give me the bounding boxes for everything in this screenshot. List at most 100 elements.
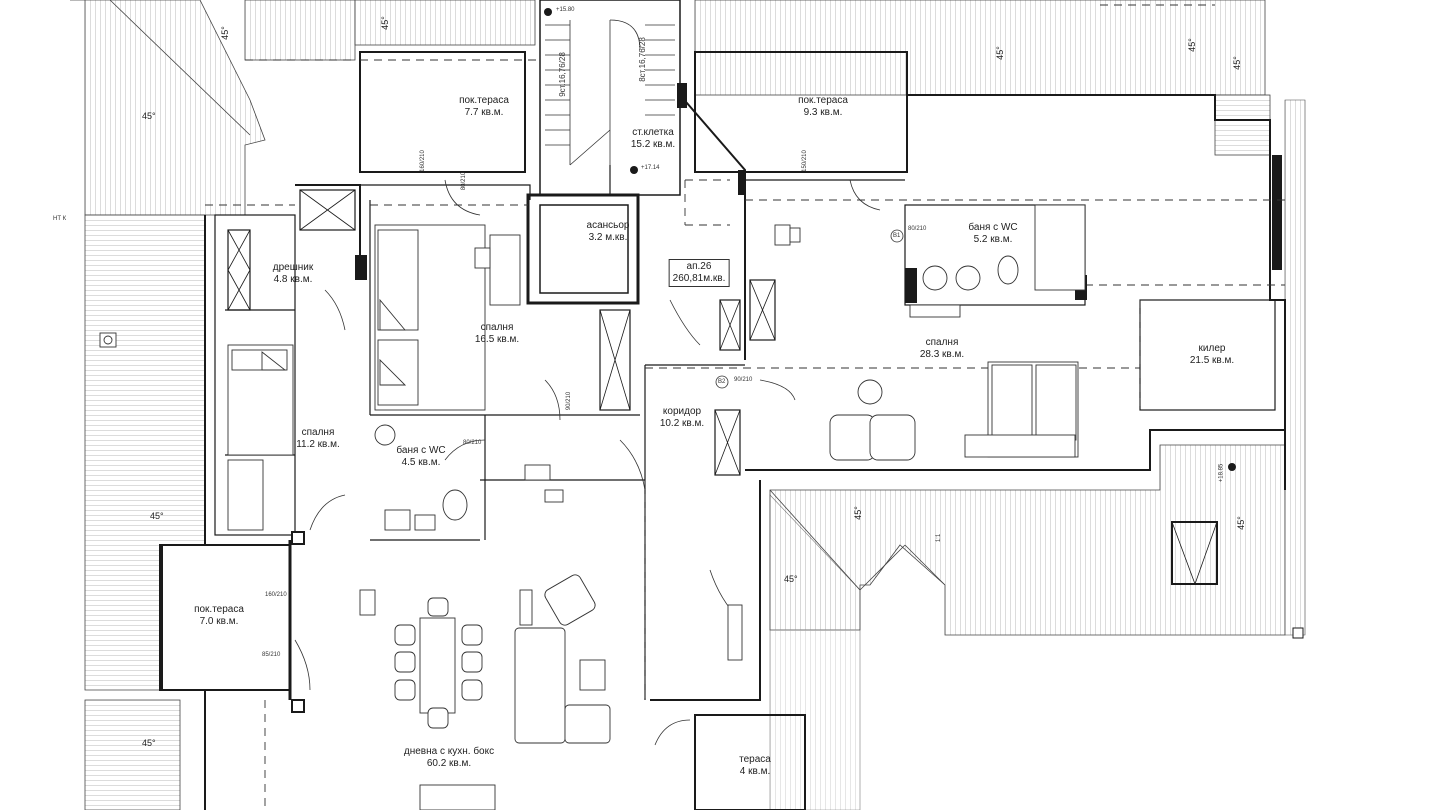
bedroom-right-label: спалня 28.3 кв.м.	[920, 337, 964, 361]
room-area: 28.3 кв.м.	[919, 349, 965, 360]
skylight	[1171, 521, 1218, 585]
wall-top-band	[360, 184, 531, 200]
roof-slope-left-bottom	[84, 699, 181, 810]
roof-slope-left-mid	[84, 214, 206, 691]
closet-wardrobe	[227, 229, 251, 311]
door-label-d6: 90/210	[734, 377, 753, 383]
slope-label-2: 45°	[150, 511, 164, 521]
room-name: асансьор	[586, 220, 630, 231]
dashed-lines	[205, 4, 1285, 810]
living-label: дневна с кухн. бокс 60.2 кв.м.	[404, 746, 494, 770]
slope-label-6: 45°	[379, 16, 390, 30]
door-label-d4: 80/210	[463, 440, 482, 446]
room-name: коридор	[662, 406, 702, 417]
room-area: 4.8 кв.м.	[273, 274, 313, 285]
apartment-number: ап.26	[686, 261, 712, 272]
door-label-d5: 80/210	[908, 226, 927, 232]
terrace-right-top-label: пок.тераса 9.3 кв.м.	[798, 95, 848, 119]
roof-slope-right-upper	[1214, 94, 1271, 156]
room-area: 3.2 м.кв.	[588, 232, 628, 243]
roof-slope-top-right	[694, 0, 1266, 96]
roof-slope-right-step	[769, 494, 861, 810]
bedroom-left-label: спалня 11.2 кв.м.	[296, 427, 340, 451]
mark-b1: В1	[893, 233, 901, 239]
doors	[291, 179, 1304, 746]
level-right: +18.85	[1218, 463, 1225, 483]
room-name: дневна с кухн. бокс	[403, 746, 495, 757]
shaft-center	[599, 309, 631, 411]
room-area: 11.2 кв.м.	[296, 439, 340, 450]
slope-label-9: 45°	[1231, 56, 1242, 70]
room-area: 60.2 кв.м.	[426, 758, 472, 769]
shaft-top	[299, 189, 356, 231]
apartment-area: 260,81м.кв.	[672, 273, 726, 284]
room-area: 4.5 кв.м.	[401, 457, 441, 468]
shaft-corridor	[714, 409, 741, 476]
terrace-bottom-wall	[694, 714, 806, 810]
room-area: 21.5 кв.м.	[1189, 355, 1235, 366]
door-label-d3: 90/210	[566, 391, 573, 411]
wall-right-lower	[745, 429, 1285, 471]
room-name: ст.клетка	[632, 127, 674, 138]
terrace-left-label: пок.тераса 7.0 кв.м.	[194, 604, 244, 628]
roof-slope-left-top	[70, 0, 266, 216]
terrace-left-top-label: пок.тераса 7.7 кв.м.	[459, 95, 509, 119]
outer-wall-left	[159, 215, 206, 810]
level-landing: +17.14	[641, 165, 660, 171]
slope-label-7: 45°	[994, 46, 1005, 60]
room-area: 15.2 кв.м.	[630, 139, 676, 150]
room-name: дрешник	[272, 262, 314, 273]
door-label-d9: 150/210	[801, 150, 808, 172]
door-label-d8: 85/210	[262, 652, 281, 658]
bath-left-label: баня с WC 4.5 кв.м.	[396, 445, 445, 469]
room-name: килер	[1198, 343, 1226, 354]
room-area: 5.2 кв.м.	[973, 234, 1013, 245]
roof-slope-top-stair	[354, 0, 536, 46]
dining-table	[419, 617, 456, 714]
slope-label-10: 45°	[852, 506, 863, 520]
bedroom-center-label: спалня 16.5 кв.м.	[475, 322, 519, 346]
room-area: 16.5 кв.м.	[474, 334, 520, 345]
furniture	[99, 204, 1086, 810]
room-name: пок.тераса	[459, 95, 509, 106]
room-name: баня с WC	[968, 222, 1018, 233]
elevator-wall	[526, 193, 640, 305]
slope-label-4: 45°	[784, 574, 798, 584]
slope-label-8: 45°	[1186, 38, 1197, 52]
ratio-mark: 1:1	[936, 533, 943, 543]
room-name: спалня	[301, 427, 335, 438]
walls	[159, 0, 1286, 810]
level-top: +15.80	[556, 7, 575, 13]
room-area: 7.0 кв.м.	[199, 616, 239, 627]
level-marks	[544, 8, 1236, 471]
storage-wall	[1139, 299, 1276, 411]
terrace-left-top-wall	[359, 51, 526, 173]
closet-label: дрешник 4.8 кв.м.	[273, 262, 313, 286]
slope-label-5: 45°	[219, 26, 230, 40]
stair-diagonal-wall	[679, 94, 746, 360]
door-label-d2: 80/210	[461, 171, 468, 191]
room-name: баня с WC	[396, 445, 446, 456]
roof-slopes	[70, 0, 1306, 810]
roof-slope-top-left	[244, 0, 356, 61]
corridor-label: коридор 10.2 кв.м.	[660, 406, 704, 430]
roof-slope-right-edge	[1284, 99, 1306, 636]
room-name: пок.тераса	[194, 604, 244, 615]
bath-right-label: баня с WC 5.2 кв.м.	[968, 222, 1017, 246]
sofa	[514, 627, 566, 744]
room-area: 10.2 кв.м.	[659, 418, 705, 429]
wall-living-right	[650, 480, 761, 701]
door-label-d7: 160/210	[265, 592, 287, 598]
slope-label-11: 45°	[1235, 516, 1246, 530]
storage-label: килер 21.5 кв.м.	[1190, 343, 1234, 367]
door-label-d1: 160/210	[419, 150, 426, 172]
shaft-right-2	[749, 279, 776, 341]
staircase	[545, 19, 746, 195]
room-area: 7.7 кв.м.	[464, 107, 504, 118]
wall-right-top	[907, 94, 1286, 490]
room-area: 9.3 кв.м.	[803, 107, 843, 118]
room-area: 4 кв.м.	[739, 766, 771, 777]
wall-top-left	[295, 184, 361, 255]
stair-right-label: 8ст.16,76/28	[637, 37, 647, 82]
